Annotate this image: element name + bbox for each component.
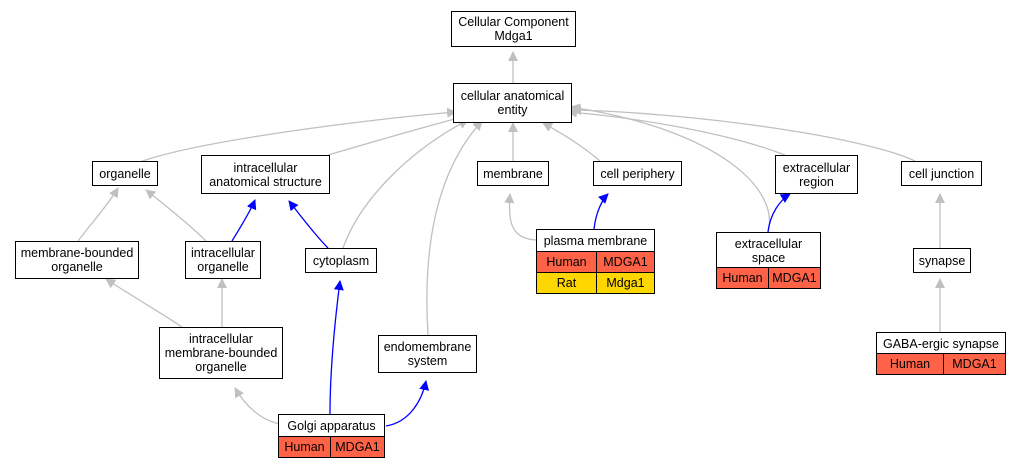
node-cytoplasm[interactable]: cytoplasm bbox=[305, 248, 377, 273]
node-intracellular-anatomical-structure[interactable]: intracellular anatomical structure bbox=[201, 155, 330, 194]
edge-cell-periphery-to-cae bbox=[542, 122, 601, 162]
edge-organelle-to-cae bbox=[139, 107, 457, 163]
species-cell: Human bbox=[717, 268, 768, 288]
node-cellular-component-root[interactable]: Cellular Component Mdga1 bbox=[451, 11, 576, 47]
node-intracellular-organelle[interactable]: intracellular organelle bbox=[185, 241, 261, 279]
node-synapse[interactable]: synapse bbox=[913, 248, 971, 273]
edge-extracellular-region-to-cae bbox=[567, 107, 786, 156]
annotation-row: Human MDGA1 bbox=[278, 436, 385, 458]
species-cell: Human bbox=[279, 437, 330, 457]
annotation-row: Human MDGA1 bbox=[536, 251, 655, 273]
edge-ias-to-cae bbox=[327, 114, 464, 156]
node-golgi-apparatus[interactable]: Golgi apparatus bbox=[278, 414, 385, 436]
node-plasma-membrane[interactable]: plasma membrane bbox=[536, 229, 655, 251]
edge-cytoplasm-to-ias bbox=[288, 200, 329, 249]
node-cellular-anatomical-entity[interactable]: cellular anatomical entity bbox=[453, 83, 572, 123]
edge-plasma-membrane-to-membrane bbox=[504, 193, 539, 241]
edge-intra-org-to-organelle bbox=[145, 189, 207, 242]
species-cell: Human bbox=[537, 252, 596, 272]
gene-cell: MDGA1 bbox=[943, 354, 1005, 374]
node-gaba-ergic-synapse[interactable]: GABA-ergic synapse bbox=[876, 332, 1006, 354]
edge-golgi-to-cytoplasm bbox=[329, 280, 344, 415]
node-extracellular-space[interactable]: extracellular space bbox=[716, 232, 821, 268]
node-membrane-bounded-organelle[interactable]: membrane-bounded organelle bbox=[15, 241, 139, 279]
edge-imbo-to-mbo bbox=[105, 278, 183, 328]
edge-cytoplasm-to-cae bbox=[342, 119, 469, 249]
edge-extracellular-space-to-cae bbox=[570, 103, 771, 233]
node-organelle[interactable]: organelle bbox=[92, 161, 158, 186]
node-cell-periphery[interactable]: cell periphery bbox=[593, 161, 682, 186]
gene-cell: Mdga1 bbox=[596, 273, 654, 293]
node-membrane[interactable]: membrane bbox=[477, 161, 549, 186]
edge-endomembrane-to-cae bbox=[426, 120, 483, 336]
gene-cell: MDGA1 bbox=[596, 252, 654, 272]
edge-cell-junction-to-cae bbox=[571, 105, 916, 162]
annotation-row: Human MDGA1 bbox=[876, 353, 1006, 375]
edge-intra-org-to-ias bbox=[231, 199, 257, 242]
species-cell: Human bbox=[877, 354, 943, 374]
annotation-row: Rat Mdga1 bbox=[536, 272, 655, 294]
node-intracellular-membrane-bounded-organelle[interactable]: intracellular membrane-bounded organelle bbox=[159, 327, 283, 379]
edge-extracellular-space-to-extracellular-region bbox=[767, 193, 791, 233]
edge-mbo-to-organelle bbox=[77, 187, 119, 242]
node-cell-junction[interactable]: cell junction bbox=[901, 161, 982, 186]
edge-golgi-to-imbo bbox=[234, 387, 281, 425]
gene-cell: MDGA1 bbox=[330, 437, 384, 457]
node-extracellular-region[interactable]: extracellular region bbox=[775, 155, 858, 194]
gene-cell: MDGA1 bbox=[768, 268, 820, 288]
species-cell: Rat bbox=[537, 273, 596, 293]
edge-plasma-membrane-to-cell-periphery bbox=[593, 193, 609, 230]
edge-golgi-to-endomembrane bbox=[385, 380, 430, 427]
node-endomembrane-system[interactable]: endomembrane system bbox=[378, 335, 477, 373]
annotation-row: Human MDGA1 bbox=[716, 267, 821, 289]
